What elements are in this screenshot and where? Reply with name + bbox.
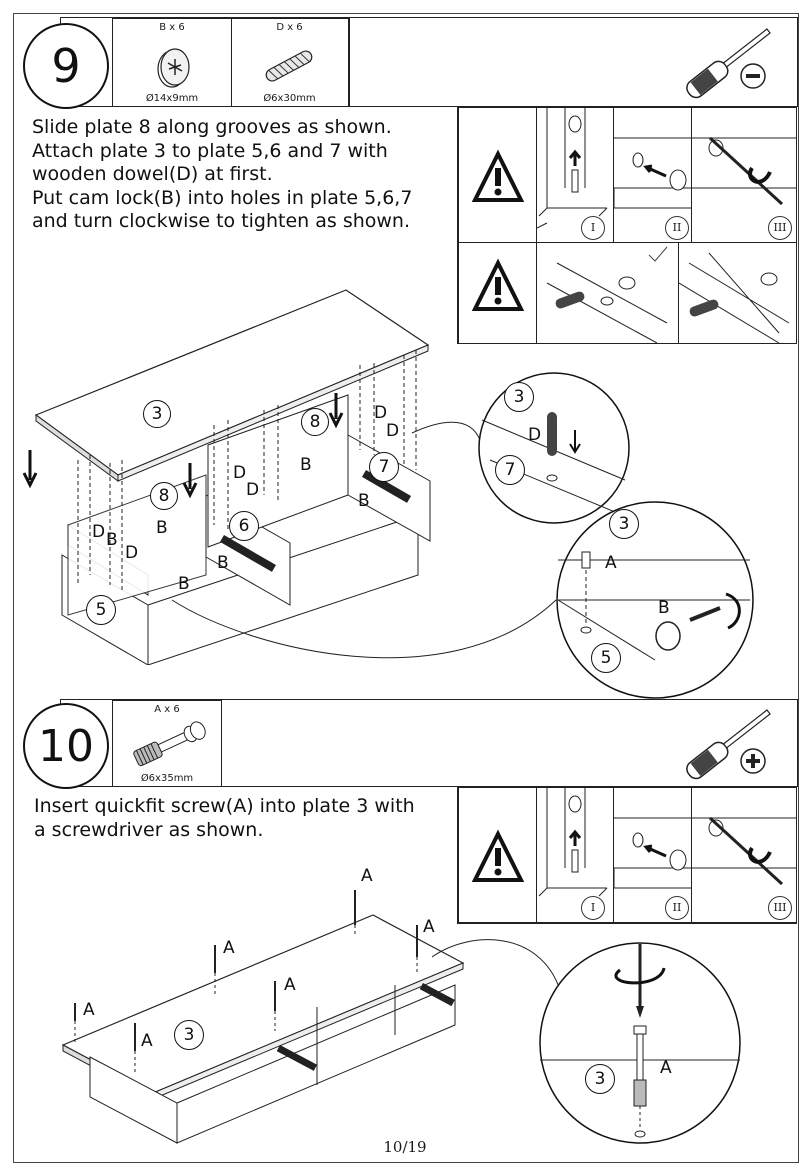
step10-instructions: Insert quickfit screw(A) into plate 3 wi…: [34, 795, 415, 842]
cam-label-b: B: [178, 574, 190, 594]
step10-number: 10: [23, 703, 109, 789]
screw-label-a: A: [361, 866, 373, 886]
part-size: Ø6x30mm: [263, 93, 316, 104]
detail-plate-3: 3: [609, 509, 639, 539]
step9-number: 9: [23, 23, 109, 109]
cam-label-b: B: [300, 455, 312, 475]
instruction-line: a screwdriver as shown.: [34, 818, 264, 841]
dowel-label-d: D: [125, 543, 139, 563]
warning-icon: [471, 258, 525, 311]
wrong-dowel-detail-icon: [679, 252, 790, 343]
screw-label-a: A: [423, 917, 435, 937]
warning-icon: [471, 149, 525, 202]
step9-parts-box: B x 6 Ø14x9mm D x 6 Ø6x30mm: [112, 18, 350, 107]
detail-label-a: A: [605, 553, 617, 573]
page-number: 10/19: [383, 1138, 427, 1156]
tighten-detail-icon: [692, 136, 796, 206]
roman-numeral: I: [581, 216, 605, 240]
caution-step-ii: II: [613, 787, 693, 923]
screw-label-a: A: [284, 975, 296, 995]
instruction-line: Attach plate 3 to plate 5,6 and 7 with: [32, 139, 388, 162]
cam-insert-detail-icon: [614, 137, 692, 209]
plate-label-5: 5: [86, 595, 116, 625]
part-qty: B x 6: [159, 22, 185, 33]
screw-label-a: A: [223, 938, 235, 958]
cam-insert-detail-icon: [614, 817, 692, 889]
caution-warning-cell-2: [458, 242, 538, 344]
caution-step-ii: II: [613, 107, 693, 244]
step9-caution-panel: I II III: [457, 106, 797, 344]
flathead-screwdriver-icon: [686, 28, 771, 99]
part-qty: A x 6: [154, 704, 180, 715]
dowel-label-d: D: [246, 480, 260, 500]
screw-label-a: A: [141, 1031, 153, 1051]
wooden-dowel-icon: [265, 50, 313, 82]
instruction-line: Slide plate 8 along grooves as shown.: [32, 116, 392, 138]
tighten-detail-icon: [692, 816, 796, 886]
part-cell-d: D x 6 Ø6x30mm: [231, 19, 349, 106]
plate-label-7: 7: [369, 452, 399, 482]
roman-numeral: I: [581, 896, 605, 920]
dowel-label-d: D: [386, 421, 400, 441]
part-size: Ø14x9mm: [145, 93, 199, 104]
dowel-label-d: D: [92, 522, 106, 542]
dowel-insert-detail-icon: [537, 108, 608, 229]
cam-lock-icon: [157, 48, 190, 88]
cam-label-b: B: [156, 518, 168, 538]
caution-step-iii: III: [691, 787, 797, 923]
dowel-label-d: D: [374, 403, 388, 423]
roman-numeral: II: [665, 216, 689, 240]
caution-step-iii: III: [691, 107, 797, 244]
caution-warning-cell: [458, 107, 538, 244]
correct-dowel-detail-icon: [546, 246, 668, 343]
caution-step-i: I: [536, 787, 615, 923]
quickfit-screw-icon: [133, 721, 206, 767]
detail-label-b: B: [658, 598, 670, 618]
cam-label-b: B: [217, 553, 229, 573]
plate-label-3: 3: [143, 400, 171, 428]
instruction-line: Put cam lock(B) into holes in plate 5,6,…: [32, 186, 413, 209]
roman-numeral: III: [768, 896, 792, 920]
detail-label-a: A: [660, 1058, 672, 1078]
plate-label-3: 3: [174, 1020, 204, 1050]
page-border: [13, 13, 799, 1163]
caution-step-i: I: [536, 107, 615, 244]
caution-warning-cell: [458, 787, 538, 923]
screw-label-a: A: [83, 1000, 95, 1020]
plate-label-6: 6: [229, 511, 259, 541]
instruction-line: and turn clockwise to tighten as shown.: [32, 210, 411, 232]
phillips-screwdriver-icon: [686, 709, 771, 780]
detail-plate-3: 3: [585, 1064, 615, 1094]
cam-label-b: B: [358, 491, 370, 511]
detail-label-d: D: [528, 425, 542, 445]
instruction-line: Insert quickfit screw(A) into plate 3 wi…: [34, 795, 415, 817]
plate-label-8: 8: [150, 482, 178, 510]
step10-parts-box: A x 6 Ø6x35mm: [112, 700, 222, 787]
detail-plate-7: 7: [495, 455, 525, 485]
detail-plate-3: 3: [504, 382, 534, 412]
dowel-label-d: D: [233, 463, 247, 483]
caution-correct-cell: [536, 242, 680, 344]
roman-numeral: II: [665, 896, 689, 920]
warning-icon: [471, 829, 525, 882]
instruction-line: wooden dowel(D) at first.: [32, 163, 273, 185]
screw-insert-detail-icon: [538, 788, 608, 897]
step9-instructions: Slide plate 8 along grooves as shown. At…: [32, 116, 412, 234]
caution-wrong-cell: [678, 242, 797, 344]
part-qty: D x 6: [276, 22, 303, 33]
part-size: Ø6x35mm: [140, 773, 194, 784]
plate-label-8: 8: [301, 408, 329, 436]
step10-cabinet-diagram: [61, 890, 465, 1144]
detail-plate-5: 5: [591, 643, 621, 673]
part-cell-b: B x 6 Ø14x9mm: [113, 19, 232, 106]
step10-caution-panel: I II III: [457, 786, 797, 924]
roman-numeral: III: [768, 216, 792, 240]
cam-label-b: B: [106, 530, 118, 550]
